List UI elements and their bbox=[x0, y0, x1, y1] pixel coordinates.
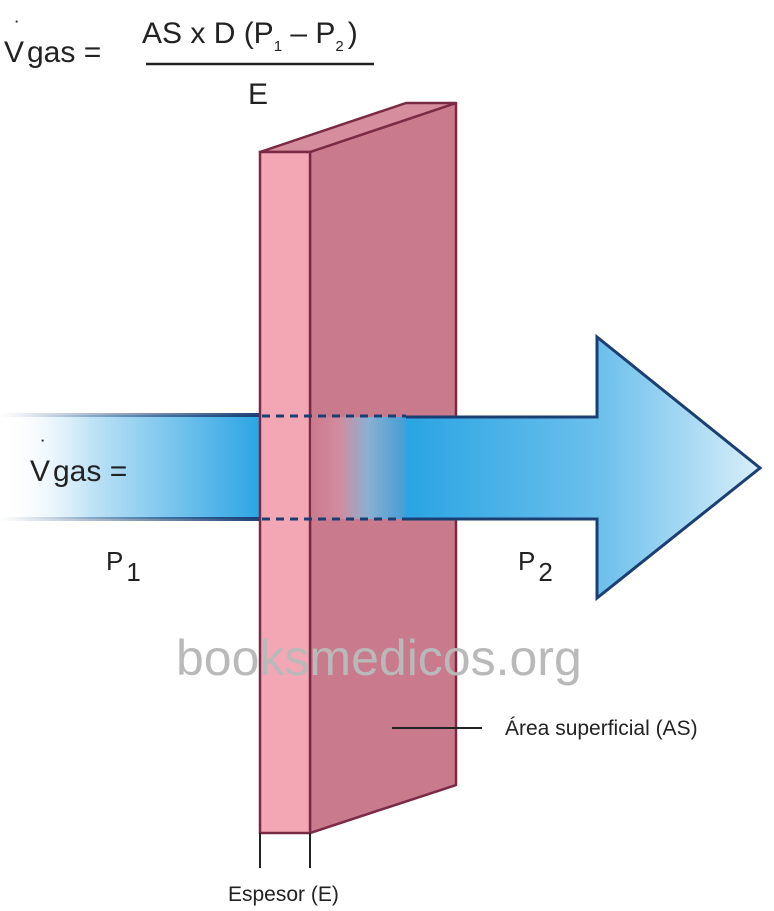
watermark: booksmedicos.org bbox=[176, 630, 582, 686]
formula-close-paren: ) bbox=[348, 17, 358, 50]
membrane-front-face bbox=[260, 152, 310, 833]
thickness-bracket bbox=[260, 833, 310, 868]
formula-numerator-prefix: AS x D (P bbox=[142, 17, 274, 50]
formula-lhs-rest: gas = bbox=[27, 36, 101, 69]
flow-label-dot: ˙ bbox=[40, 436, 47, 461]
outgoing-arrow bbox=[406, 337, 760, 598]
surface-area-label: Área superficial (AS) bbox=[505, 717, 698, 740]
flow-through-membrane bbox=[311, 417, 406, 519]
formula-minus: – P bbox=[282, 17, 335, 50]
formula: V ˙ gas = AS x D (P1 – P2) E bbox=[4, 17, 374, 111]
formula-denominator: E bbox=[248, 78, 268, 111]
formula-numerator: AS x D (P1 – P2) bbox=[142, 17, 358, 55]
formula-p1-sub: 1 bbox=[274, 38, 282, 55]
flow-label-rest: gas = bbox=[53, 455, 127, 488]
thickness-label: Espesor (E) bbox=[228, 883, 339, 906]
incoming-flow-top-edge bbox=[0, 413, 262, 417]
incoming-flow-bottom-edge bbox=[0, 517, 262, 521]
formula-lhs-dot: ˙ bbox=[14, 17, 21, 42]
formula-p2-sub: 2 bbox=[335, 38, 343, 55]
